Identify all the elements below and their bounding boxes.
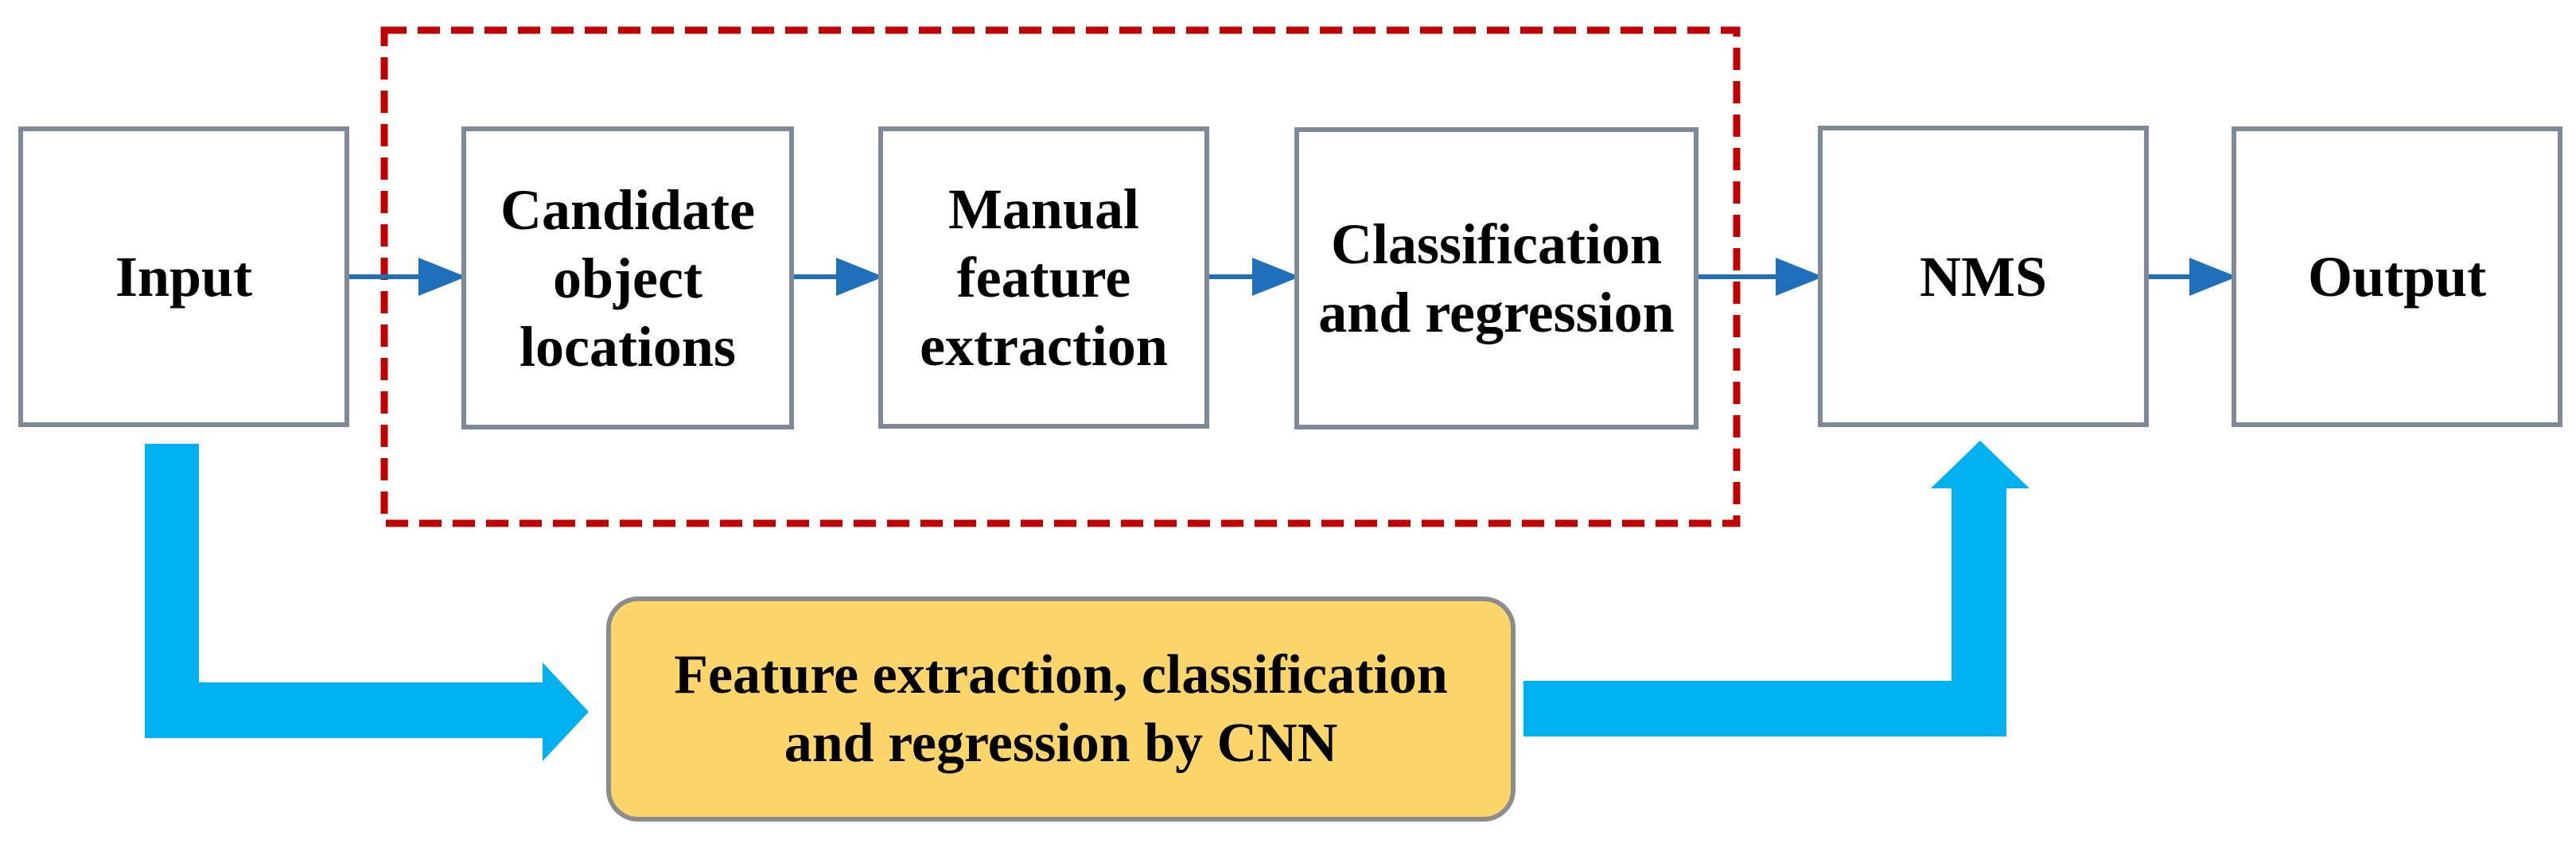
nms-box: NMS [1818,126,2149,427]
input-label: Input [115,245,253,309]
big-arrow-cnn-to-nms [1523,441,2029,736]
cnn-label: Feature extraction, classification and r… [674,643,1448,774]
big-arrow-input-to-cnn [145,444,589,761]
manual-feature-box: Manual feature extraction [878,126,1209,429]
classification-label: Classification and regression [1318,212,1675,344]
classification-box: Classification and regression [1294,127,1699,429]
output-box: Output [2232,126,2562,427]
nms-label: NMS [1920,244,2047,309]
output-label: Output [2307,245,2487,309]
cnn-box: Feature extraction, classification and r… [606,596,1516,822]
input-box: Input [18,126,349,427]
manual-feature-label: Manual feature extraction [920,177,1168,378]
candidate-label: Candidate object locations [500,177,756,379]
candidate-box: Candidate object locations [461,126,794,429]
